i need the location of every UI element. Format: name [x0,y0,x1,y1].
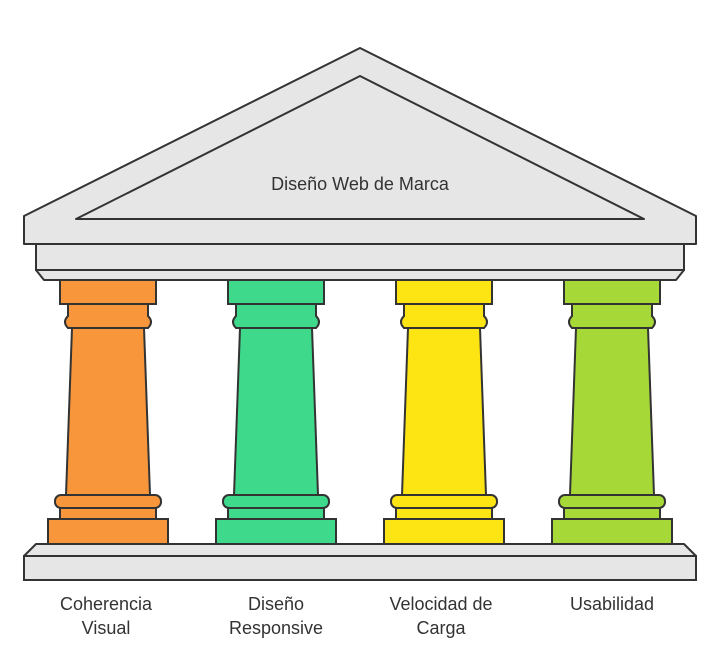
pillar-base [551,518,673,545]
pillar-lower-ring [222,494,330,509]
roof: Diseño Web de Marca [23,47,697,245]
pillar-shaft [568,327,656,496]
pillar-lower-ring [54,494,162,509]
pillar-label-diseno: Diseño Responsive [196,592,356,640]
pillar-velocidad [383,279,505,545]
label-line: Velocidad de [389,594,493,614]
pillar-upper-ring [568,303,656,329]
pillar-diseno [215,279,337,545]
label-line: Carga [416,618,466,638]
pillar-coherencia [47,279,169,545]
architrave [35,243,685,271]
pillar-base [47,518,169,545]
pillar-usabilidad [551,279,673,545]
label-line: Responsive [228,618,324,638]
label-line: Visual [81,618,131,638]
pillar-upper-ring [64,303,152,329]
pillar-base [383,518,505,545]
pillar-capital [227,279,325,305]
pillar-base-step [563,507,661,520]
pillar-capital [563,279,661,305]
pillar-upper-ring [232,303,320,329]
base-lip [23,543,697,557]
architrave-lip [35,269,685,281]
label-line: Usabilidad [569,594,655,614]
pillar-capital [59,279,157,305]
roof-inner-triangle [75,75,645,220]
pillar-lower-ring [558,494,666,509]
pillar-lower-ring [390,494,498,509]
pillar-shaft [232,327,320,496]
base-platform [23,555,697,581]
pillar-base-step [59,507,157,520]
pillar-shaft [64,327,152,496]
label-line: Diseño [247,594,305,614]
pillar-base-step [227,507,325,520]
temple-title: Diseño Web de Marca [271,174,450,194]
pillar-shaft [400,327,488,496]
label-line: Coherencia [59,594,153,614]
pillar-upper-ring [400,303,488,329]
pillar-base [215,518,337,545]
pillar-capital [395,279,493,305]
pillar-label-usabilidad: Usabilidad [532,592,692,616]
pillar-base-step [395,507,493,520]
pillar-label-coherencia: Coherencia Visual [26,592,186,640]
pillar-label-velocidad: Velocidad de Carga [361,592,521,640]
